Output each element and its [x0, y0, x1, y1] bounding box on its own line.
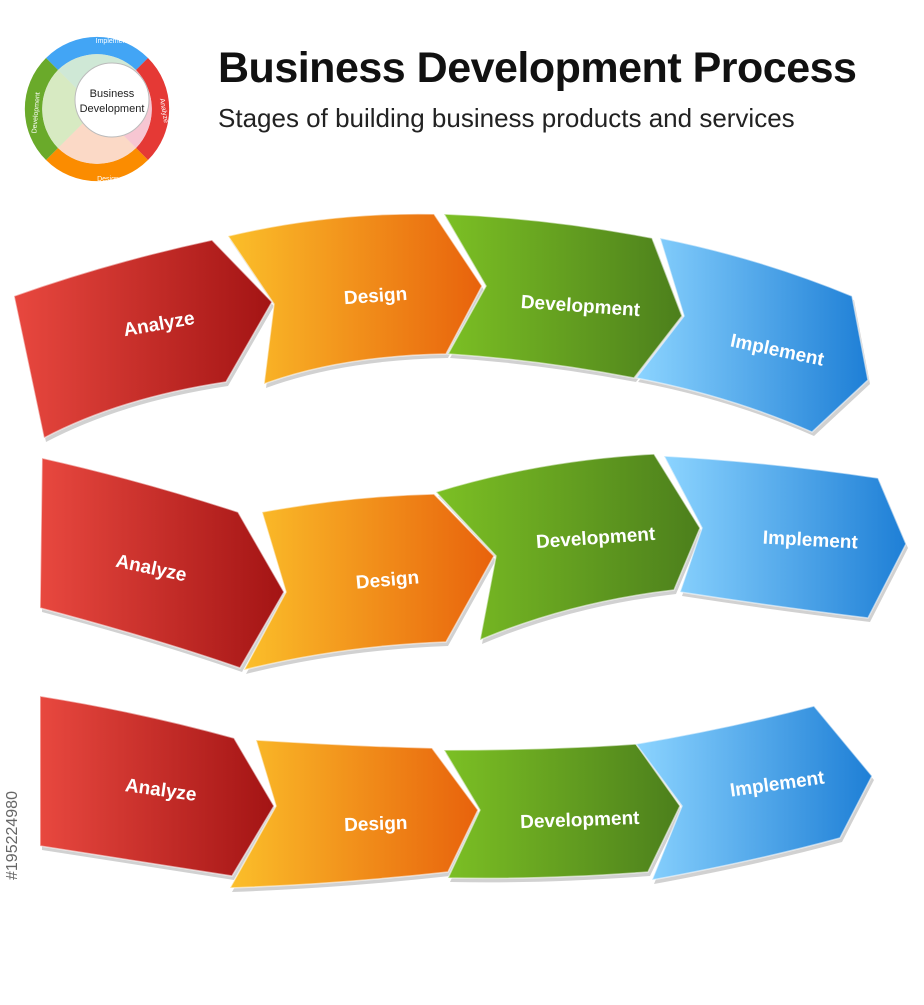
stage-arrow-analyze: Analyze [39, 695, 276, 880]
stage-arrow-implement: Implement [662, 455, 908, 622]
stage-label-design: Design [344, 813, 408, 836]
stage-arrow-shape [242, 493, 495, 672]
wheel-center-label-line2: Development [80, 103, 145, 115]
stage-arrow-design: Design [242, 493, 496, 674]
stage-arrow-shape [228, 739, 479, 889]
wheel-segment-design [46, 148, 148, 182]
stage-arrow-implement: Implement [634, 705, 874, 884]
stage-arrow-design: Design [226, 213, 484, 388]
stage-arrow-design: Design [228, 739, 480, 892]
wheel-center-disc [74, 62, 150, 138]
stage-arrow-development: Development [442, 743, 682, 883]
wheel-label-analyze: Analyze [158, 98, 169, 124]
wheel-inner-development [42, 70, 97, 148]
wheel-segment-implement [46, 36, 148, 70]
stage-arrow-shape [39, 457, 285, 669]
stage-arrow-analyze: Analyze [13, 239, 274, 442]
stage-label-development: Development [520, 808, 641, 833]
stage-arrow-shape [442, 213, 683, 379]
stage-arrow-shape [226, 213, 483, 386]
stage-arrow-shape [634, 237, 869, 433]
stage-label-design: Design [343, 284, 408, 309]
wheel-segment-development [24, 58, 58, 160]
wheel-inner-design [58, 109, 136, 164]
stage-arrow-shape [662, 455, 907, 619]
stage-arrow-development: Development [434, 453, 702, 644]
page-title: Business Development Process [218, 44, 857, 92]
stage-label-implement: Implement [762, 528, 859, 554]
stage-arrow-shape [13, 239, 273, 440]
page-subtitle: Stages of building business products and… [218, 103, 795, 133]
stage-arrow-shape [434, 453, 701, 642]
process-wheel: Business Development Implement Analyze D… [24, 36, 170, 183]
stage-arrow-implement: Implement [634, 237, 870, 436]
wheel-label-implement: Implement [96, 38, 129, 45]
stage-arrow-shape [634, 705, 873, 881]
wheel-label-development: Development [31, 92, 42, 134]
wheel-label-design: Design [97, 176, 119, 183]
side-stock-id: #195224980 [4, 791, 21, 880]
stage-arrow-shape [39, 695, 275, 877]
stage-arrow-shape [442, 743, 681, 880]
wheel-segment-analyze [136, 58, 170, 160]
stage-arrow-analyze: Analyze [39, 457, 286, 672]
stage-arrow-development: Development [442, 213, 684, 382]
wheel-center-label-line1: Business [90, 88, 135, 100]
